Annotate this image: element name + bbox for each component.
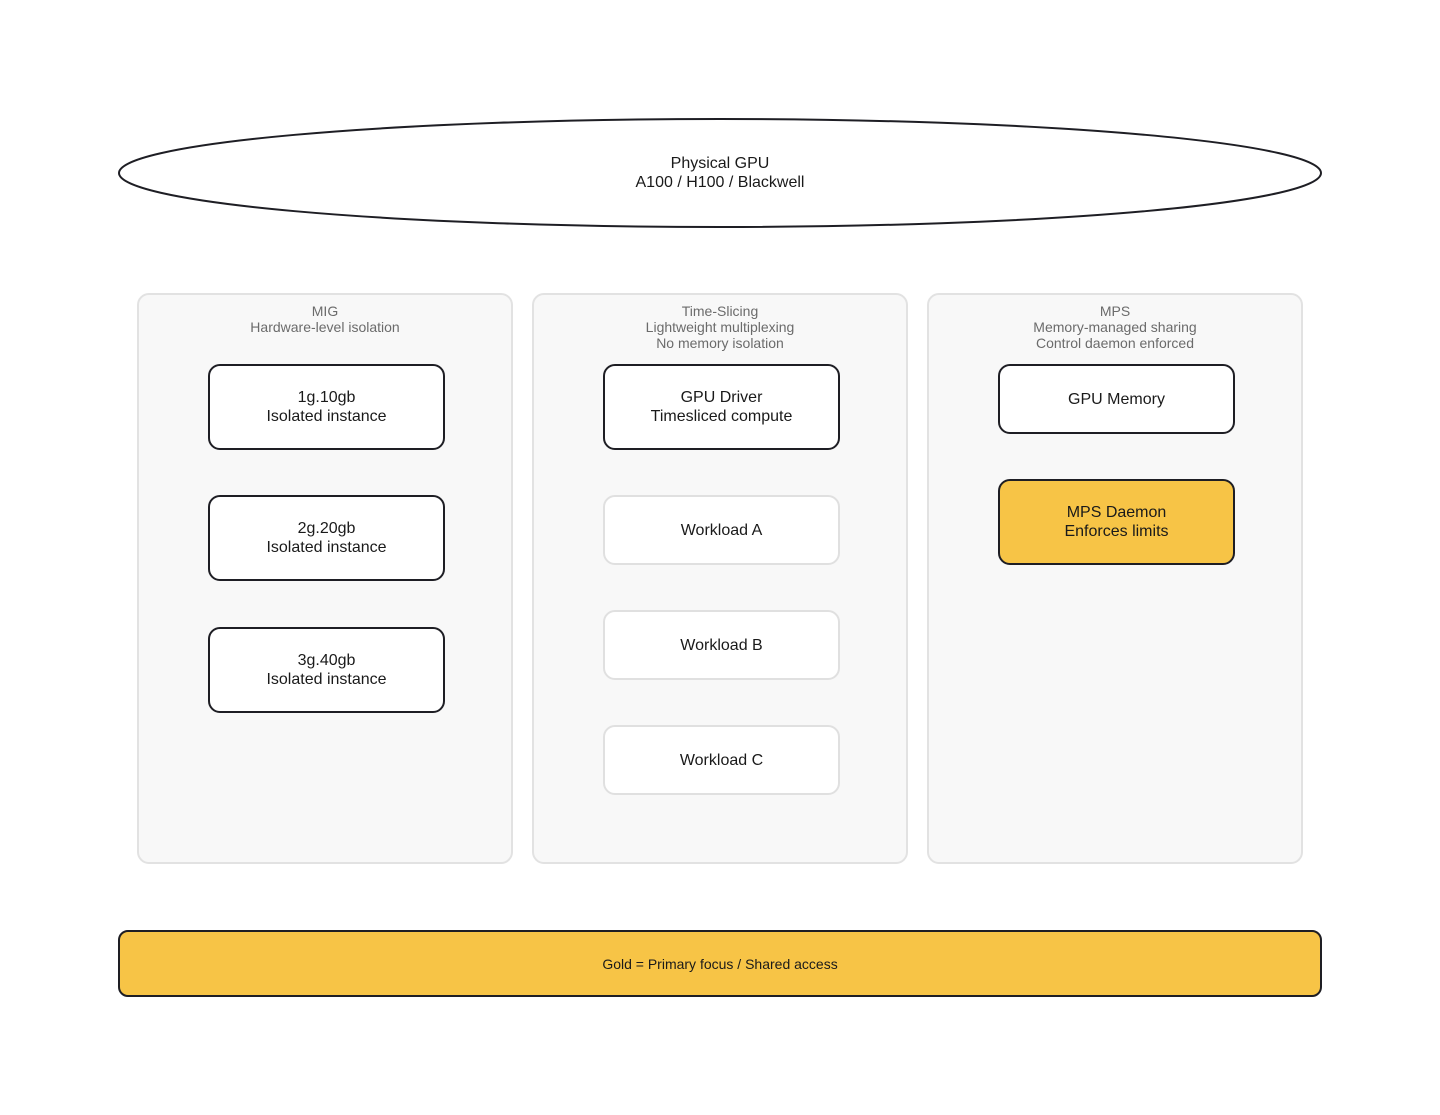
node-label: GPU Driver xyxy=(680,389,763,406)
mig-instance-2g: 2g.20gb Isolated instance xyxy=(208,495,445,581)
legend-text: Gold = Primary focus / Shared access xyxy=(602,955,838,972)
gpu-models: A100 / H100 / Blackwell xyxy=(635,174,805,191)
node-label: Workload C xyxy=(679,751,764,769)
panel-time-slicing: Time-Slicing Lightweight multiplexing No… xyxy=(532,293,908,864)
node-label: 2g.20gb xyxy=(297,520,356,537)
mps-daemon-node: MPS Daemon Enforces limits xyxy=(998,479,1235,565)
node-sublabel: Isolated instance xyxy=(266,539,387,556)
gpu-memory-node: GPU Memory xyxy=(998,364,1235,434)
workload-c-node: Workload C xyxy=(603,725,840,795)
panel-mps-note: Control daemon enforced xyxy=(1036,335,1194,351)
mig-instance-3g: 3g.40gb Isolated instance xyxy=(208,627,445,713)
panel-mig-header: MIG Hardware-level isolation xyxy=(139,303,511,335)
panel-time-slicing-header: Time-Slicing Lightweight multiplexing No… xyxy=(534,303,906,351)
node-sublabel: Isolated instance xyxy=(266,408,387,425)
node-label: 3g.40gb xyxy=(297,652,356,669)
node-sublabel: Enforces limits xyxy=(1064,523,1169,540)
panel-mig-title: MIG xyxy=(311,303,339,319)
workload-a-node: Workload A xyxy=(603,495,840,565)
panel-time-slicing-note: No memory isolation xyxy=(656,335,784,351)
node-label: Workload A xyxy=(680,521,763,539)
panel-mig: MIG Hardware-level isolation 1g.10gb Iso… xyxy=(137,293,513,864)
panel-mps-subtitle: Memory-managed sharing xyxy=(1033,319,1197,335)
node-sublabel: Isolated instance xyxy=(266,671,387,688)
panel-mps-header: MPS Memory-managed sharing Control daemo… xyxy=(929,303,1301,351)
gpu-driver-node: GPU Driver Timesliced compute xyxy=(603,364,840,450)
mig-instance-1g: 1g.10gb Isolated instance xyxy=(208,364,445,450)
panel-mps-title: MPS xyxy=(1099,303,1131,319)
legend-bar: Gold = Primary focus / Shared access xyxy=(118,930,1322,997)
gpu-title: Physical GPU xyxy=(670,155,770,172)
physical-gpu-node: Physical GPU A100 / H100 / Blackwell xyxy=(118,118,1322,228)
panel-mig-subtitle: Hardware-level isolation xyxy=(250,319,400,335)
panel-time-slicing-title: Time-Slicing xyxy=(681,303,759,319)
panel-mps: MPS Memory-managed sharing Control daemo… xyxy=(927,293,1303,864)
gpu-ellipse-shape xyxy=(118,118,1322,228)
workload-b-node: Workload B xyxy=(603,610,840,680)
node-sublabel: Timesliced compute xyxy=(650,408,793,425)
node-label: GPU Memory xyxy=(1068,390,1165,408)
node-label: 1g.10gb xyxy=(297,389,356,406)
node-label: MPS Daemon xyxy=(1066,504,1167,521)
panel-time-slicing-subtitle: Lightweight multiplexing xyxy=(645,319,795,335)
node-label: Workload B xyxy=(680,636,763,654)
